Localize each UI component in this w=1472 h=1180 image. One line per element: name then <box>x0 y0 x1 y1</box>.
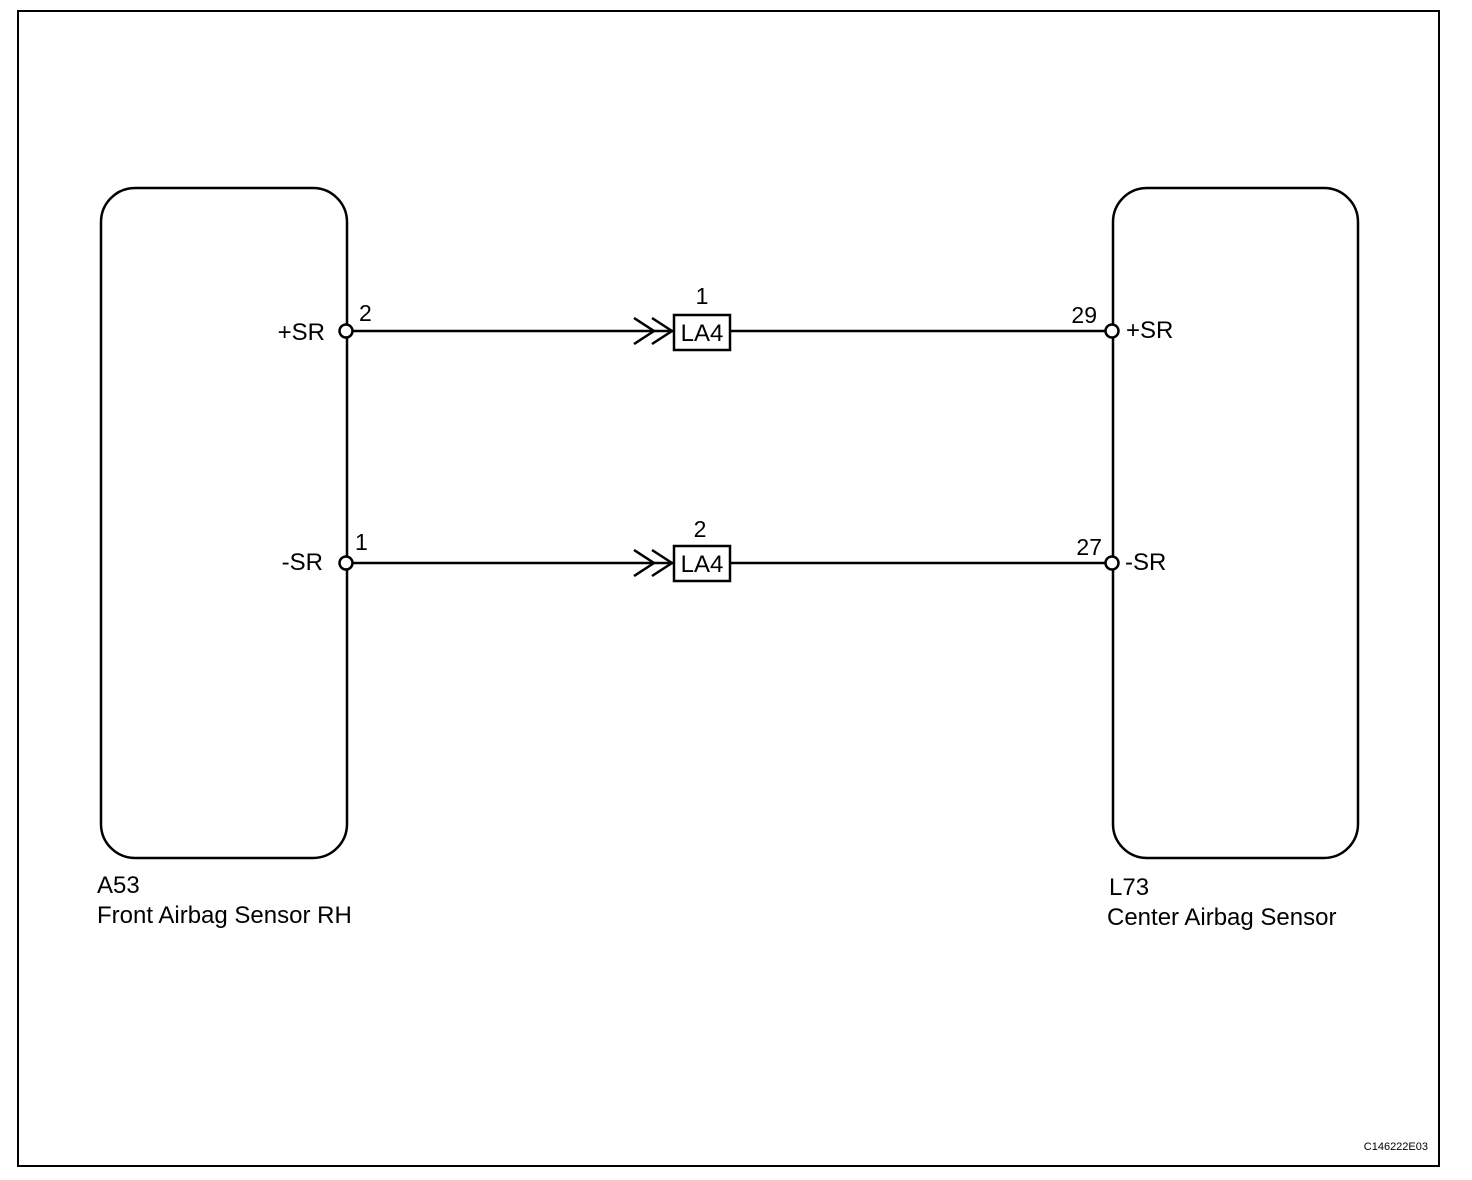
terminal-a53-pin-1 <box>338 555 354 571</box>
l73-component-id: L73 <box>1109 874 1149 901</box>
terminal-l73-pin-27 <box>1104 555 1120 571</box>
front-airbag-sensor-rh-body <box>99 186 349 860</box>
a53-pin-2-label: 2 <box>359 300 372 326</box>
l73-signal-minus-sr: -SR <box>1125 549 1166 576</box>
connector-box-la4-1 <box>672 313 732 352</box>
a53-pin-1-label: 1 <box>355 529 368 555</box>
center-airbag-sensor-body <box>1111 186 1360 860</box>
l73-component-name: Center Airbag Sensor <box>1107 904 1336 931</box>
a53-component-id: A53 <box>97 872 140 899</box>
a53-signal-minus-sr: -SR <box>282 549 323 576</box>
connector-box-la4-2 <box>672 544 732 583</box>
terminal-a53-pin-2 <box>338 323 354 339</box>
connector-arrow-icon <box>633 548 657 578</box>
l73-signal-plus-sr: +SR <box>1126 317 1173 344</box>
terminal-l73-pin-29 <box>1104 323 1120 339</box>
connector-la4-1-pin: 1 <box>696 283 709 309</box>
connector-arrow-icon <box>633 316 657 346</box>
wire-minus-sr <box>352 544 1106 583</box>
connector-arrow-icon <box>651 548 675 578</box>
l73-pin-27-label: 27 <box>1076 534 1102 560</box>
diagram-frame <box>17 10 1440 1167</box>
a53-component-name: Front Airbag Sensor RH <box>97 902 352 929</box>
connector-arrow-icon <box>651 316 675 346</box>
connector-la4-2-name: LA4 <box>681 551 724 578</box>
wire-plus-sr <box>352 313 1106 352</box>
a53-signal-plus-sr: +SR <box>278 319 325 346</box>
connector-la4-1-name: LA4 <box>681 320 724 347</box>
l73-pin-29-label: 29 <box>1071 302 1097 328</box>
image-code: C146222E03 <box>1364 1141 1428 1153</box>
connector-la4-2-pin: 2 <box>694 516 707 542</box>
